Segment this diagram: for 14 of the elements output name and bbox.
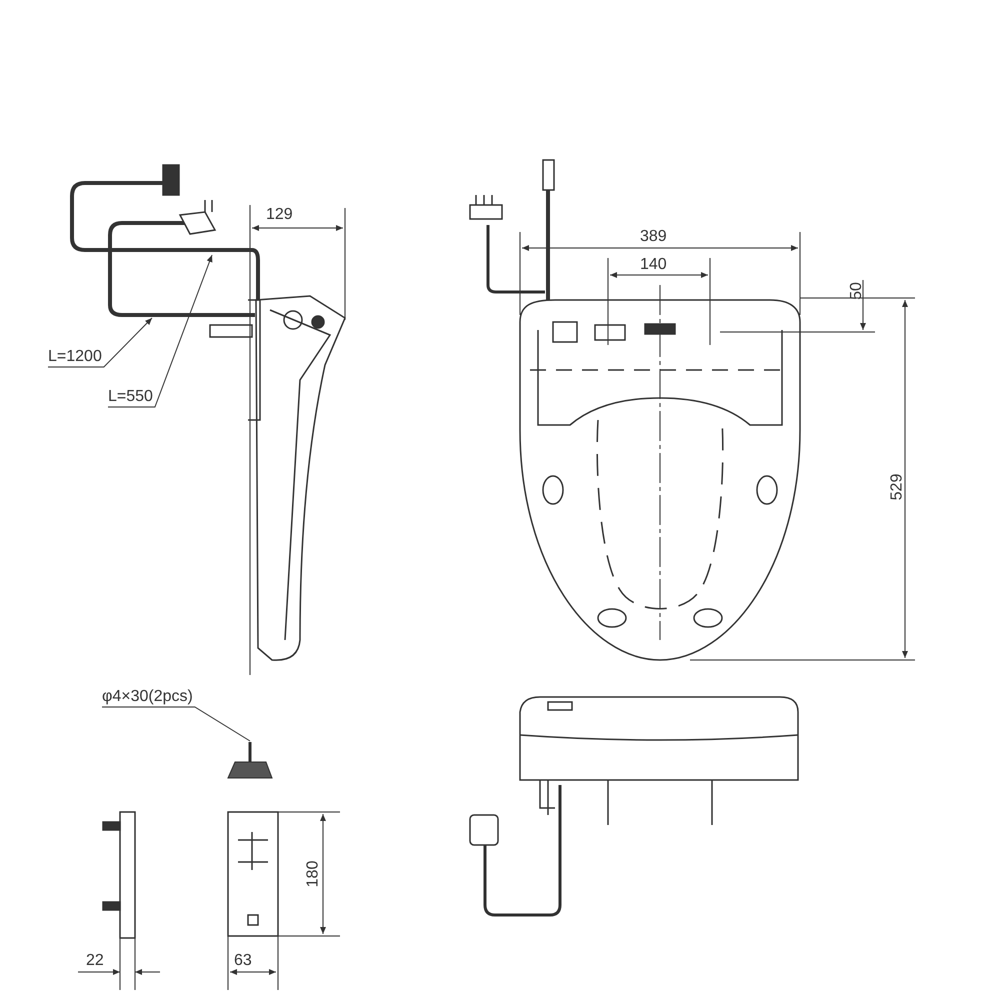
dimension-value: 129 xyxy=(266,206,293,224)
leader-text: L=550 xyxy=(108,388,153,406)
screw-drawing xyxy=(226,741,274,779)
leader-line xyxy=(102,706,250,742)
leader-text: φ4×30(2pcs) xyxy=(102,688,193,706)
leader-text: L=1200 xyxy=(48,348,102,366)
dimension-value: 529 xyxy=(888,474,906,500)
dimension-value: 140 xyxy=(640,256,667,274)
dimension-value: 22 xyxy=(86,952,104,970)
dimension-value: 63 xyxy=(234,952,252,970)
dimension-value: 389 xyxy=(640,228,667,246)
dimension-value: 180 xyxy=(304,860,322,888)
leader-line xyxy=(48,318,152,368)
leader-line xyxy=(108,254,212,408)
